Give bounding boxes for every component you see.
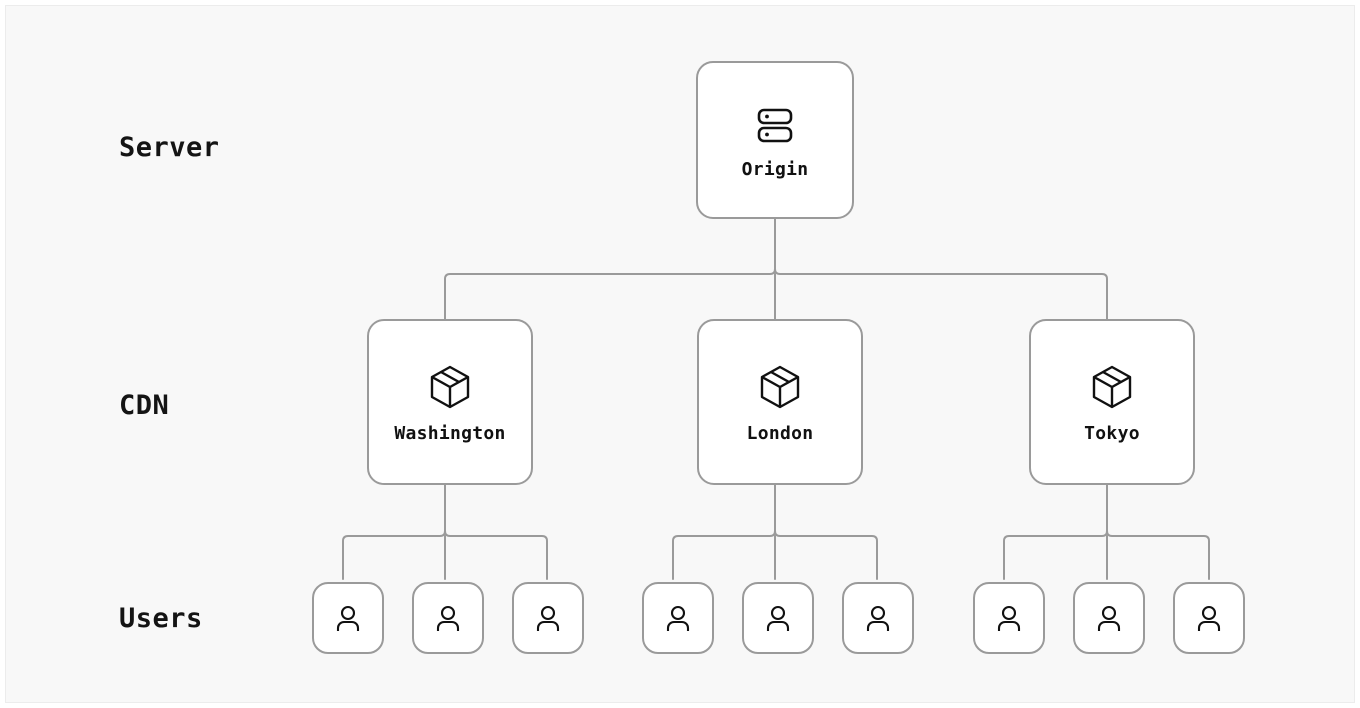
user-icon: [331, 601, 365, 635]
user-icon: [1092, 601, 1126, 635]
wire-bus-right: [774, 268, 1108, 320]
row-label-server: Server: [119, 132, 220, 163]
user-icon: [531, 601, 565, 635]
node-user-1[interactable]: [312, 582, 384, 654]
wire-london-left: [672, 530, 776, 580]
wire-tokyo-left: [1003, 530, 1108, 580]
user-icon: [431, 601, 465, 635]
node-washington[interactable]: Washington: [367, 319, 533, 485]
node-user-8[interactable]: [1073, 582, 1145, 654]
node-user-2[interactable]: [412, 582, 484, 654]
node-user-7[interactable]: [973, 582, 1045, 654]
node-origin[interactable]: Origin: [696, 61, 854, 219]
box-icon: [1086, 361, 1138, 413]
user-icon: [1192, 601, 1226, 635]
wire-london-right: [774, 530, 878, 580]
wire-bus-left: [444, 268, 776, 320]
node-user-9[interactable]: [1173, 582, 1245, 654]
node-london-label: London: [746, 422, 814, 444]
wire-washington-left: [342, 530, 446, 580]
row-label-cdn: CDN: [119, 390, 170, 421]
node-london[interactable]: London: [697, 319, 863, 485]
box-icon: [424, 361, 476, 413]
node-tokyo-label: Tokyo: [1084, 422, 1140, 444]
node-tokyo[interactable]: Tokyo: [1029, 319, 1195, 485]
user-icon: [861, 601, 895, 635]
node-user-3[interactable]: [512, 582, 584, 654]
node-washington-label: Washington: [394, 422, 506, 444]
node-user-4[interactable]: [642, 582, 714, 654]
box-icon: [754, 361, 806, 413]
node-user-5[interactable]: [742, 582, 814, 654]
wire-tokyo-right: [1106, 530, 1210, 580]
wire-washington-right: [444, 530, 548, 580]
user-icon: [761, 601, 795, 635]
node-user-6[interactable]: [842, 582, 914, 654]
diagram-canvas: Server CDN Users Origin Washington: [5, 5, 1355, 703]
user-icon: [992, 601, 1026, 635]
node-origin-label: Origin: [741, 158, 809, 180]
server-icon: [751, 101, 799, 149]
row-label-users: Users: [119, 603, 203, 634]
user-icon: [661, 601, 695, 635]
